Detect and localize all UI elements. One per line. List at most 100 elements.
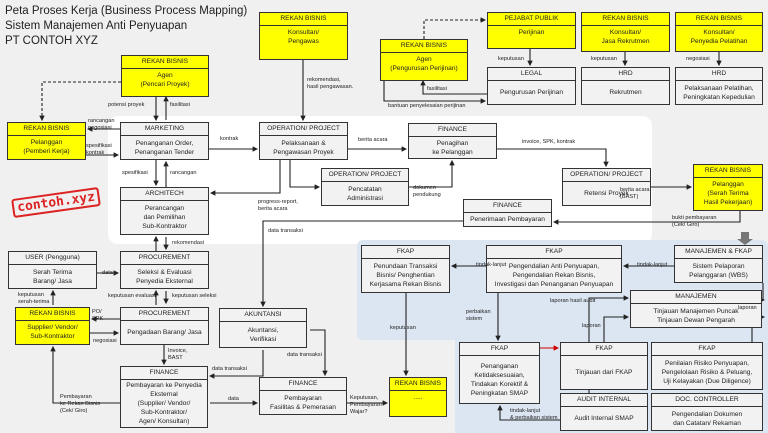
process-box-fkap-tunda: FKAP Penundaan Transaksi Bisnis/ Penghent…: [361, 245, 450, 293]
box-body: .....: [413, 394, 423, 401]
box-header: FKAP: [362, 246, 449, 259]
connector-label: rancangan negosiasi: [88, 118, 115, 131]
connector-label: dokumen pendukung: [413, 185, 441, 198]
box-header: PEJABAT PUBLIK: [488, 13, 575, 26]
process-box-rb-dots: REKAN BISNIS.....: [389, 377, 447, 417]
process-box-wbs: MANAJEMEN & FKAP Sistem Pelaporan Pelangg…: [674, 245, 763, 283]
box-body: Agen (Pencari Proyek): [140, 72, 190, 88]
connector-label: rancangan: [170, 170, 197, 176]
connector-label: progress-report, berita acara: [258, 199, 298, 212]
box-header: FKAP: [652, 343, 762, 356]
box-body: Penagihan ke Pelanggan: [432, 139, 473, 156]
process-box-fin-tagih: FINANCE Penagihan ke Pelanggan: [408, 123, 497, 159]
box-header: REKAN BISNIS: [381, 40, 467, 53]
box-body: Penilaian Risiko Penyuapan, Pengelolaan …: [661, 360, 753, 385]
box-header: OPERATION/ PROJECT: [563, 169, 650, 182]
connector-label: keputusan: [498, 56, 524, 62]
connector-label: fasilitasi: [170, 102, 190, 108]
connector-label: rekomendasi, hasil pengawasan.: [307, 77, 354, 90]
connector-label: Pembayaran ke Rekan Bisnis (Cek/ Giro): [60, 394, 101, 414]
box-header: DOC. CONTROLLER: [652, 394, 762, 407]
box-header: AKUNTANSI: [220, 309, 306, 322]
process-box-rb-agen-ijin: REKAN BISNIS Agen (Pengurusan Perijinan): [380, 39, 468, 81]
page-title: Peta Proses Kerja (Business Process Mapp…: [5, 4, 247, 49]
box-body: Pengendalian Dokumen dan Catatan/ Rekama…: [671, 410, 743, 427]
box-header: MARKETING: [121, 123, 208, 136]
box-body: Audit Internal SMAP: [574, 415, 634, 422]
connector-label: bukti pembayaran (Cek/ Giro): [672, 215, 717, 228]
connector-label: perbaikan sistem: [466, 309, 491, 322]
dashed-agen-pelanggan: [39, 81, 121, 122]
box-body: Penundaan Transaksi Bisnis/ Penghentian …: [369, 263, 442, 288]
box-body: Agen (Pengurusan Perijinan): [390, 56, 458, 72]
connector-label: potensi proyek: [108, 102, 145, 108]
dashed-agen-pejabat: [423, 17, 487, 39]
connector-label: keputusan serah-terima: [18, 292, 50, 305]
connector-label: spesifikasi: [122, 170, 148, 176]
process-box-fin-bayar: FINANCE Pembayaran ke Penyedia Eksternal …: [120, 366, 208, 428]
connector-label: fasilitasi: [427, 86, 447, 92]
box-body: Pembayaran ke Penyedia Eksternal (Suppli…: [126, 382, 202, 425]
box-body: Pengurusan Perijinan: [499, 89, 564, 96]
box-header: FKAP: [487, 246, 621, 259]
process-box-pejabat: PEJABAT PUBLIK Perijinan: [487, 12, 576, 49]
box-header: OPERATION/ PROJECT: [260, 123, 347, 136]
connector-label: data transaksi: [212, 366, 247, 372]
process-box-legal: LEGAL Pengurusan Perijinan: [487, 67, 576, 105]
box-header: FINANCE: [409, 124, 496, 137]
connector-label: kontrak: [220, 136, 239, 142]
connector-label: invoice, SPK, kontrak: [522, 139, 576, 145]
box-header: HRD: [676, 68, 762, 81]
box-header: FINANCE: [260, 378, 346, 391]
box-body: Konsultan/ Pengawas: [287, 29, 320, 45]
box-header: PROCUREMENT: [121, 308, 208, 321]
process-box-doc: DOC. CONTROLLER Pengendalian Dokumen dan …: [651, 393, 763, 431]
connector-label: spesifikasi kontrak: [86, 143, 112, 156]
box-body: Perancangan dan Pemilihan Sub-Kontraktor: [142, 205, 187, 230]
box-header: REKAN BISNIS: [260, 13, 347, 26]
box-header: FINANCE: [121, 367, 207, 380]
connector-label: negosiasi: [686, 56, 710, 62]
box-body: Serah Terima Barang/ Jasa: [32, 268, 73, 285]
box-header: AUDIT INTERNAL: [561, 394, 647, 407]
box-body: Penanganan Order, Penanganan Tender: [134, 139, 195, 156]
box-header: PROCUREMENT: [121, 252, 208, 265]
company-line: PT CONTOH XYZ: [5, 35, 98, 47]
connector-label: laporan: [582, 323, 601, 329]
box-body: Konsultan/ Jasa Rekrutmen: [601, 29, 650, 45]
box-body: Pelaksanaan & Pengawasan Proyek: [273, 139, 334, 156]
box-body: Pelanggan (Pemberi Kerja): [23, 139, 70, 155]
box-body: Supplier/ Vendor/ Sub-Kontraktor: [27, 324, 78, 340]
connector-label: negosiasi: [93, 338, 117, 344]
process-box-fkap-risiko: FKAP Penilaian Risiko Penyuapan, Pengelol…: [651, 342, 763, 390]
connector-label: data: [102, 270, 113, 276]
process-box-audit: AUDIT INTERNAL Audit Internal SMAP: [560, 393, 648, 431]
box-header: HRD: [582, 68, 669, 81]
connector-label: tindak-lanjut: [637, 262, 668, 268]
subtitle-line: Sistem Manajemen Anti Penyuapan: [5, 20, 188, 32]
box-body: Retensi Proyek: [584, 190, 629, 197]
connector-label: bantuan penyelesaian perijinan: [388, 103, 466, 109]
box-body: Perijinan: [518, 29, 545, 36]
connector-label: berita acara: [358, 137, 388, 143]
box-header: LEGAL: [488, 68, 575, 81]
box-header: MANAJEMEN & FKAP: [675, 246, 762, 259]
process-box-marketing: MARKETING Penanganan Order, Penanganan Te…: [120, 122, 209, 160]
connector-label: rekomendasi: [172, 240, 205, 246]
process-box-user: USER (Pengguna) Serah Terima Barang/ Jasa: [8, 251, 97, 289]
box-header: USER (Pengguna): [9, 252, 96, 265]
box-header: OPERATION/ PROJECT: [322, 169, 408, 182]
connector-label: keputusan: [390, 325, 416, 331]
box-body: Sistem Pelaporan Pelanggaran (WBS): [689, 262, 748, 279]
